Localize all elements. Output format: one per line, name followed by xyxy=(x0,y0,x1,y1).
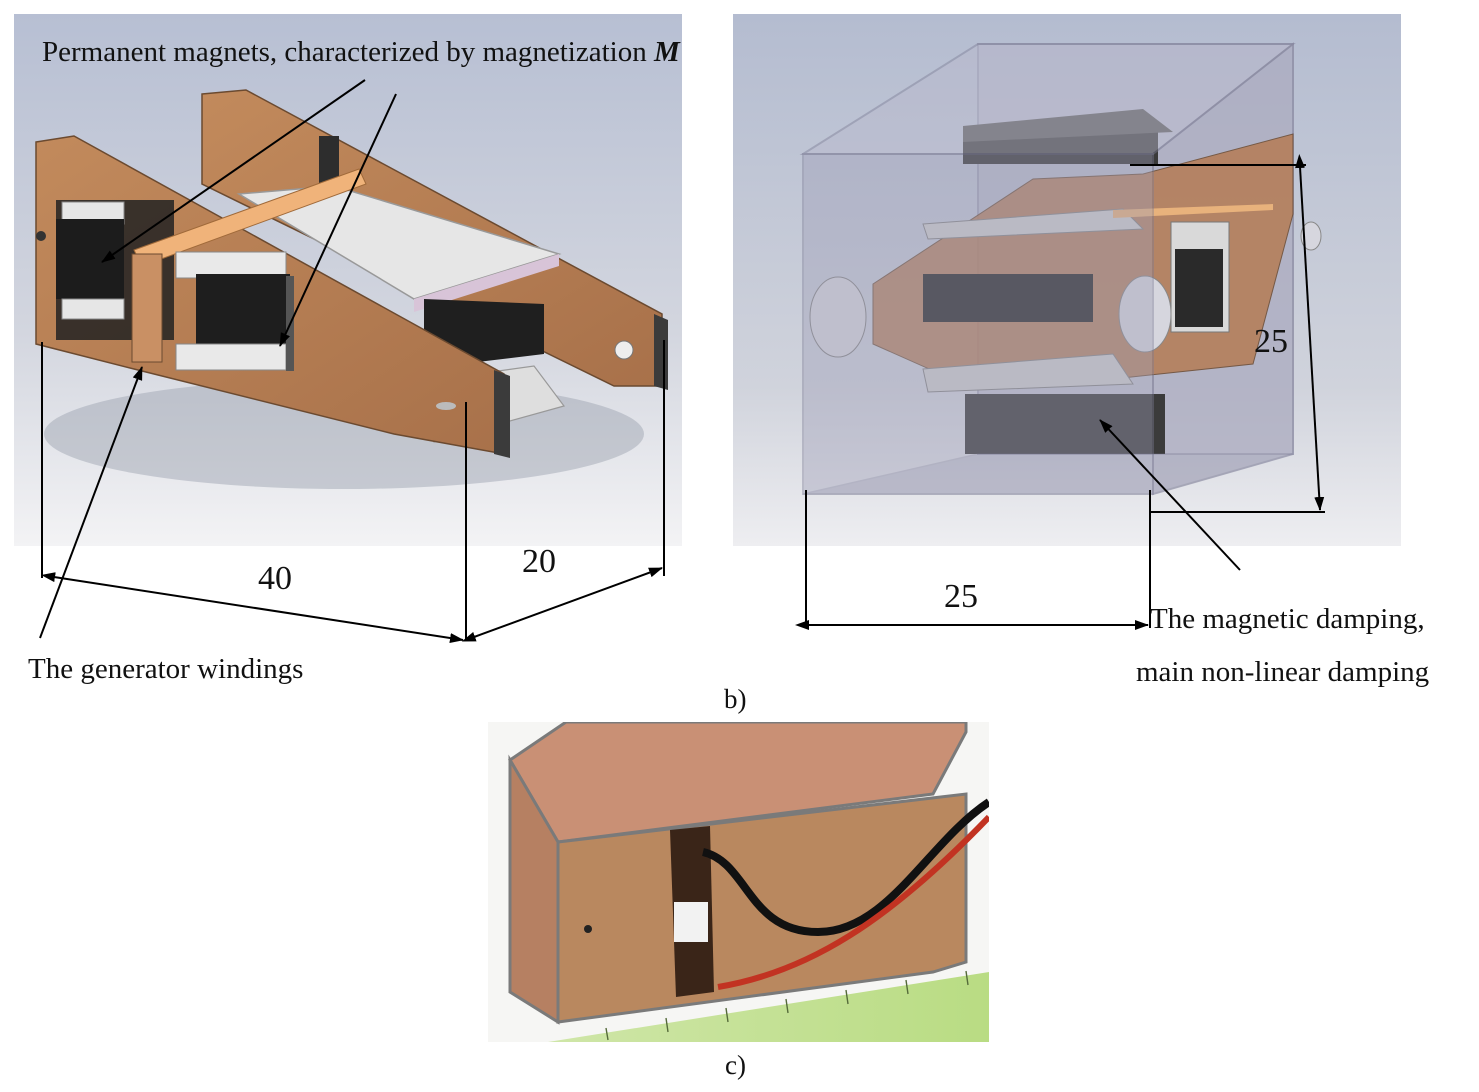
box-hole xyxy=(584,925,592,933)
red-wire xyxy=(717,814,989,990)
prototype-photo-svg xyxy=(488,722,989,1042)
inner-wooden-bar xyxy=(1113,204,1273,218)
right-cad-render-svg xyxy=(733,14,1401,546)
caption-c: c) xyxy=(725,1050,746,1080)
top-magnet-top xyxy=(963,109,1173,142)
center-bobbin xyxy=(131,253,163,363)
windings-label: The generator windings xyxy=(28,653,304,685)
left-cad-render xyxy=(14,14,682,546)
dimension-25-width: 25 xyxy=(944,578,978,615)
inner-upper-plate xyxy=(922,208,1145,240)
back-plate-edge xyxy=(654,314,668,390)
right-side-magnet xyxy=(1175,249,1223,327)
damping-label-line1: The magnetic damping, xyxy=(1150,603,1425,635)
dim-line-20 xyxy=(461,567,663,642)
dimension-25-height: 25 xyxy=(1254,323,1288,360)
dimension-40: 40 xyxy=(258,560,292,597)
dimension-20: 20 xyxy=(522,543,556,580)
housing-front-face xyxy=(802,153,1154,495)
right-coil-bottom xyxy=(175,343,287,371)
right-magnet-side xyxy=(286,276,294,371)
right-axle xyxy=(1300,221,1322,251)
magnets-label-text: Permanent magnets, characterized by magn… xyxy=(42,36,654,68)
caption-b: b) xyxy=(724,684,747,714)
front-plate-hole xyxy=(36,231,46,241)
prototype-photo xyxy=(488,722,989,1042)
black-wire xyxy=(701,798,989,937)
left-coil-bottom xyxy=(61,298,125,320)
left-magnet xyxy=(56,219,124,299)
front-plate-pin xyxy=(436,402,456,410)
left-bearing xyxy=(809,276,867,358)
top-magnet xyxy=(963,132,1158,164)
ruler xyxy=(548,972,989,1042)
front-plate-edge xyxy=(494,370,510,458)
housing-top-face xyxy=(799,43,1296,155)
damping-label-line2: main non-linear damping xyxy=(1136,656,1430,688)
magnetization-symbol: M xyxy=(653,36,680,68)
wire-solder xyxy=(674,902,708,942)
magnets-label: Permanent magnets, characterized by magn… xyxy=(42,38,680,67)
ruler-ticks xyxy=(605,970,969,1041)
left-cad-render-svg xyxy=(14,14,682,546)
right-bearing xyxy=(1118,275,1172,353)
back-plate-hole xyxy=(614,340,634,360)
inner-lower-plate xyxy=(922,353,1134,393)
upper-white-plate-edge xyxy=(414,254,559,312)
center-magnet xyxy=(923,274,1093,322)
right-cad-render xyxy=(733,14,1401,546)
